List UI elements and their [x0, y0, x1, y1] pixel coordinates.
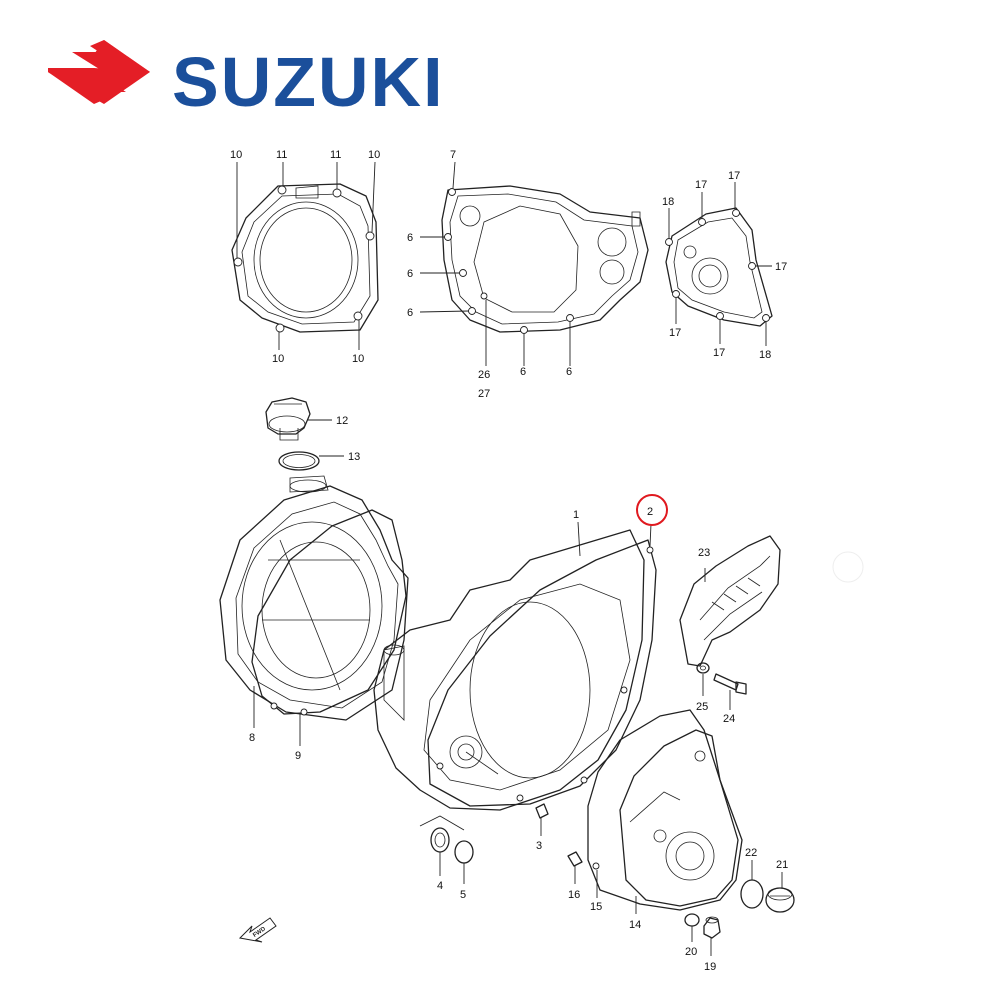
part-label-18a: 18 — [662, 196, 674, 208]
suzuki-logo-mark — [48, 40, 150, 104]
part-label-19: 19 — [704, 961, 716, 973]
part-label-17a: 17 — [695, 179, 707, 191]
part-label-13: 13 — [348, 451, 360, 463]
magneto-cover-drawing — [619, 729, 739, 907]
oil-seal-drawing — [430, 827, 450, 853]
washer-25-drawing — [696, 662, 710, 674]
part-label-1: 1 — [573, 509, 579, 521]
part-label-20: 20 — [685, 946, 697, 958]
leader-2 — [649, 523, 652, 547]
oil-filler-cap-drawing — [265, 397, 311, 441]
part-label-11b: 11 — [330, 149, 341, 161]
dowel-pin-16-drawing — [567, 851, 583, 867]
part-label-17b: 17 — [728, 170, 740, 182]
part-label-21: 21 — [776, 859, 788, 871]
o-ring-5-drawing — [454, 840, 474, 864]
magneto-cover-gasket-15-drawing — [587, 709, 743, 911]
part-label-17e: 17 — [713, 347, 725, 359]
part-label-8: 8 — [249, 732, 255, 744]
part-label-2: 2 — [647, 506, 653, 518]
highlight-circle — [636, 494, 668, 526]
part-label-10c: 10 — [272, 353, 284, 365]
part-label-11a: 11 — [276, 149, 287, 161]
leader-4-5-bracket — [419, 815, 465, 831]
part-label-27: 27 — [478, 388, 490, 400]
part-label-25: 25 — [696, 701, 708, 713]
part-label-10a: 10 — [230, 149, 242, 161]
fwd-arrow-icon: FWD — [238, 917, 277, 943]
part-label-22: 22 — [745, 847, 757, 859]
leader-lines-upper-middle — [419, 161, 571, 366]
crankcase-gasket-drawing — [441, 185, 649, 334]
part-label-10b: 10 — [368, 149, 380, 161]
part-label-26: 26 — [478, 369, 490, 381]
part-label-4: 4 — [437, 880, 443, 892]
part-label-6a: 6 — [407, 232, 413, 244]
part-label-17c: 17 — [775, 261, 787, 273]
bolt-24-drawing — [713, 673, 747, 695]
part-label-14: 14 — [629, 919, 641, 931]
clutch-cover-drawing — [219, 475, 409, 721]
bolt-19-drawing — [703, 916, 721, 939]
part-label-6b: 6 — [407, 268, 413, 280]
crankcase-drawing — [373, 529, 645, 811]
dowel-pin-3-drawing — [535, 803, 549, 819]
part-label-3: 3 — [536, 840, 542, 852]
leader-lines-upper-right — [668, 182, 772, 346]
part-label-23: 23 — [698, 547, 710, 559]
part-label-12: 12 — [336, 415, 348, 427]
part-label-5: 5 — [460, 889, 466, 901]
cap-21-drawing — [765, 887, 795, 913]
clutch-cover-gasket-drawing — [231, 183, 379, 333]
leader-lines-upper-left — [236, 161, 376, 350]
part-label-7: 7 — [450, 149, 456, 161]
part-label-18b: 18 — [759, 349, 771, 361]
crankcase-gasket-2-drawing — [427, 539, 657, 807]
part-label-9: 9 — [295, 750, 301, 762]
part-label-6c: 6 — [407, 307, 413, 319]
o-ring-22-drawing — [740, 879, 764, 909]
part-label-17d: 17 — [669, 327, 681, 339]
brand-wordmark: SUZUKI — [172, 43, 445, 121]
filler-cap-o-ring-drawing — [278, 451, 320, 471]
part-label-6e: 6 — [566, 366, 572, 378]
part-label-24: 24 — [723, 713, 735, 725]
faint-circle-mark — [832, 551, 864, 583]
leader-1 — [577, 521, 581, 557]
o-ring-20-drawing — [684, 913, 700, 927]
part-label-10d: 10 — [352, 353, 364, 365]
part-label-16: 16 — [568, 889, 580, 901]
part-label-6d: 6 — [520, 366, 526, 378]
sprocket-cover-drawing — [679, 535, 781, 667]
part-label-15: 15 — [590, 901, 602, 913]
clutch-cover-gasket-9-drawing — [251, 509, 407, 716]
magneto-cover-gasket-drawing — [665, 207, 773, 327]
